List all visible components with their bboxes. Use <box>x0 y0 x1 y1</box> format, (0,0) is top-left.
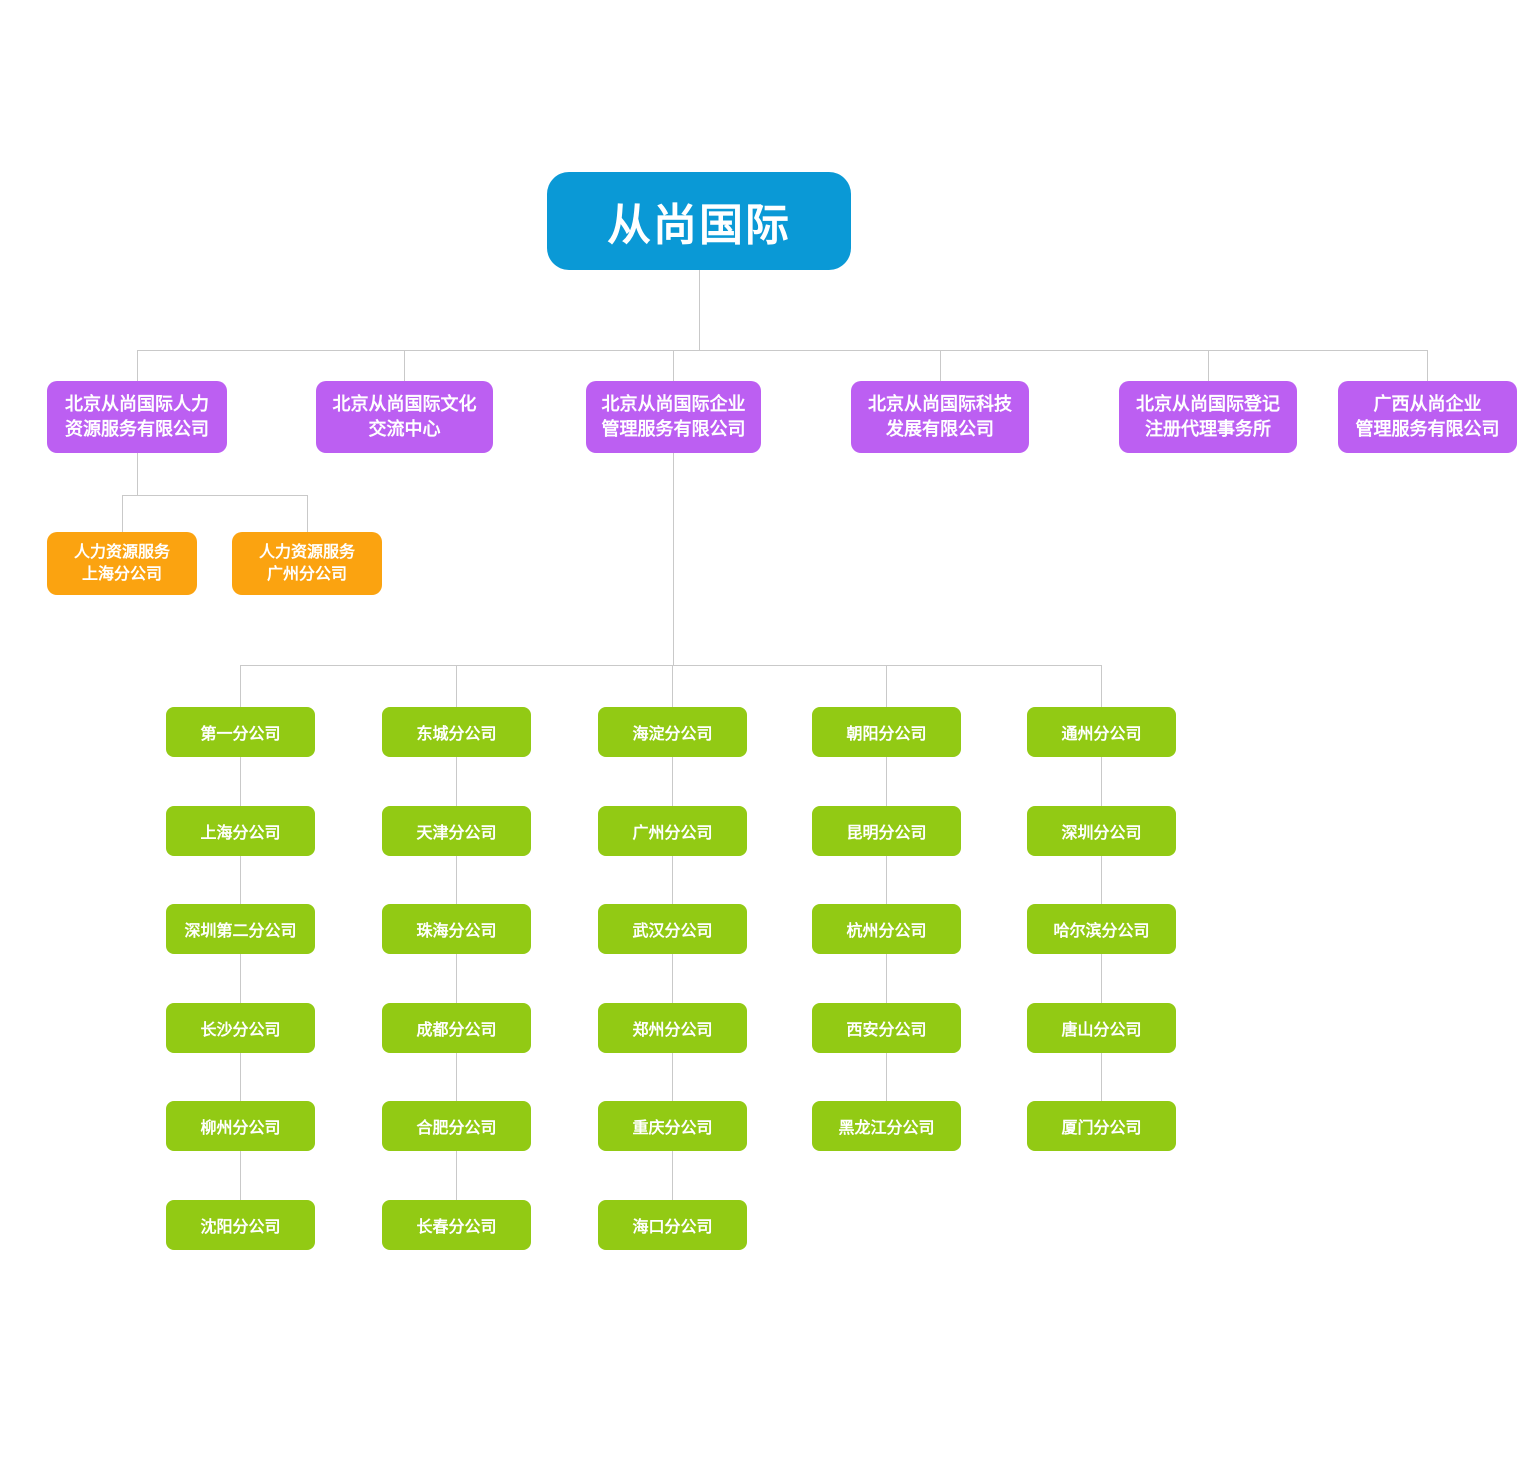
subsidiary-node: 朝阳分公司 <box>812 707 961 757</box>
connector-level2-stub <box>404 350 405 381</box>
subsidiary-node: 重庆分公司 <box>598 1101 747 1151</box>
connector-level2-stub <box>137 350 138 381</box>
subsidiary-node: 天津分公司 <box>382 806 531 856</box>
company-node-tech-development: 北京从尚国际科技 发展有限公司 <box>851 381 1029 453</box>
connector-enterprise-trunk <box>673 453 674 665</box>
subsidiary-node: 成都分公司 <box>382 1003 531 1053</box>
subsidiary-node: 武汉分公司 <box>598 904 747 954</box>
subsidiary-node: 合肥分公司 <box>382 1101 531 1151</box>
connector-branch-column-line <box>886 665 887 1101</box>
subsidiary-node: 昆明分公司 <box>812 806 961 856</box>
subsidiary-node: 杭州分公司 <box>812 904 961 954</box>
company-node-registration-agency: 北京从尚国际登记 注册代理事务所 <box>1119 381 1297 453</box>
subsidiary-node: 西安分公司 <box>812 1003 961 1053</box>
root-company-node: 从尚国际 <box>547 172 851 270</box>
subsidiary-node: 深圳分公司 <box>1027 806 1176 856</box>
subsidiary-node: 沈阳分公司 <box>166 1200 315 1250</box>
subsidiary-node: 唐山分公司 <box>1027 1003 1176 1053</box>
company-node-guangxi-mgmt: 广西从尚企业 管理服务有限公司 <box>1338 381 1517 453</box>
connector-hr-stub <box>122 495 123 532</box>
subsidiary-node: 哈尔滨分公司 <box>1027 904 1176 954</box>
subsidiary-node: 东城分公司 <box>382 707 531 757</box>
subsidiary-node: 厦门分公司 <box>1027 1101 1176 1151</box>
connector-branch-bus <box>240 665 1101 666</box>
subsidiary-node: 珠海分公司 <box>382 904 531 954</box>
connector-level2-stub <box>673 350 674 381</box>
company-node-hr-services: 北京从尚国际人力 资源服务有限公司 <box>47 381 227 453</box>
company-node-enterprise-mgmt: 北京从尚国际企业 管理服务有限公司 <box>586 381 761 453</box>
connector-root-trunk <box>699 270 700 350</box>
subsidiary-node: 深圳第二分公司 <box>166 904 315 954</box>
connector-level2-stub <box>1208 350 1209 381</box>
connector-level2-stub <box>1427 350 1428 381</box>
subsidiary-node: 长春分公司 <box>382 1200 531 1250</box>
subsidiary-node: 海口分公司 <box>598 1200 747 1250</box>
connector-level2-stub <box>940 350 941 381</box>
connector-hr-trunk <box>137 453 138 495</box>
subsidiary-node: 通州分公司 <box>1027 707 1176 757</box>
subsidiary-node: 柳州分公司 <box>166 1101 315 1151</box>
subsidiary-node: 第一分公司 <box>166 707 315 757</box>
connector-hr-bus <box>122 495 307 496</box>
subsidiary-node: 长沙分公司 <box>166 1003 315 1053</box>
connector-branch-column-line <box>1101 665 1102 1101</box>
connector-level2-bus <box>137 350 1427 351</box>
subsidiary-node: 黑龙江分公司 <box>812 1101 961 1151</box>
subsidiary-node: 海淀分公司 <box>598 707 747 757</box>
branch-node-hr-shanghai: 人力资源服务 上海分公司 <box>47 532 197 595</box>
subsidiary-node: 上海分公司 <box>166 806 315 856</box>
subsidiary-node: 广州分公司 <box>598 806 747 856</box>
subsidiary-node: 郑州分公司 <box>598 1003 747 1053</box>
company-node-culture-center: 北京从尚国际文化 交流中心 <box>316 381 493 453</box>
connector-hr-stub <box>307 495 308 532</box>
branch-node-hr-guangzhou: 人力资源服务 广州分公司 <box>232 532 382 595</box>
